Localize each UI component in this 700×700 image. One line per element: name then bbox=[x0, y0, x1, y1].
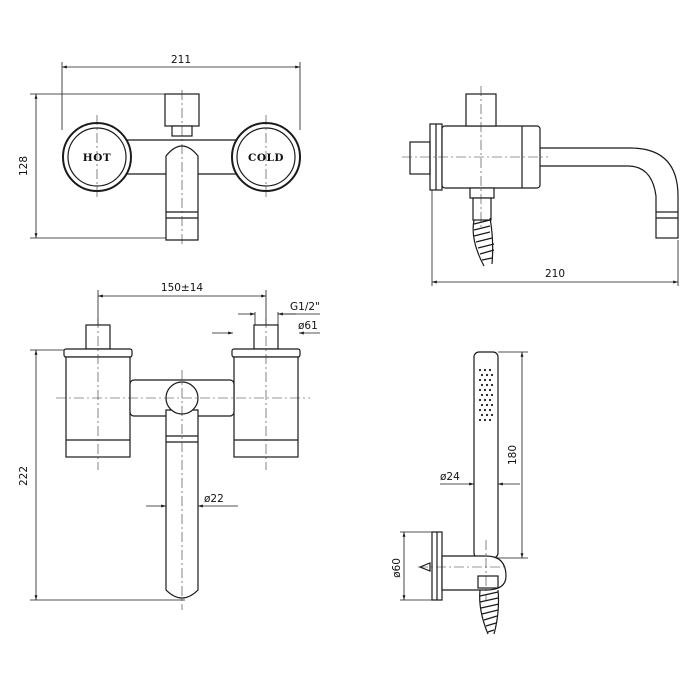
side-view: 210 bbox=[402, 86, 679, 286]
side-hose-edges bbox=[472, 217, 494, 267]
side-depth-dim: 210 bbox=[545, 268, 565, 280]
handshower-nozzle-dots bbox=[478, 368, 494, 422]
body-diam-dim: ø61 bbox=[298, 320, 318, 332]
side-hose-connector bbox=[472, 197, 492, 221]
holder-hose-edges bbox=[479, 589, 500, 635]
handshower-handle bbox=[473, 351, 499, 559]
holder-screw-mark bbox=[418, 562, 431, 572]
side-spout-inner bbox=[540, 165, 657, 212]
front-height-dim: 128 bbox=[18, 156, 30, 176]
front-view: 211 128 HOT COLD bbox=[18, 54, 301, 245]
holder-hose-coil bbox=[479, 591, 500, 633]
handle-diam-dim: ø24 bbox=[440, 471, 460, 483]
holder-hose-connector bbox=[477, 575, 499, 589]
handshower-view: 180 ø24 ø60 bbox=[391, 351, 528, 635]
plan-center-dim: 150±14 bbox=[161, 282, 204, 294]
side-hose-coil bbox=[473, 219, 495, 261]
side-hose-outlet bbox=[469, 187, 495, 199]
plan-view: 150±14 G1/2" ø61 222 bbox=[18, 282, 320, 610]
side-knob-stub bbox=[409, 141, 431, 175]
side-spout-tip bbox=[655, 211, 679, 239]
spout-diam-dim: ø22 bbox=[204, 493, 224, 505]
front-width-dim: 211 bbox=[171, 54, 191, 66]
holder-diam-dim: ø60 bbox=[391, 558, 403, 578]
plan-height-dim: 222 bbox=[18, 466, 30, 486]
thread-dim: G1/2" bbox=[290, 301, 320, 313]
side-spout-outer bbox=[540, 147, 679, 212]
handshower-length-dim: 180 bbox=[507, 445, 519, 465]
